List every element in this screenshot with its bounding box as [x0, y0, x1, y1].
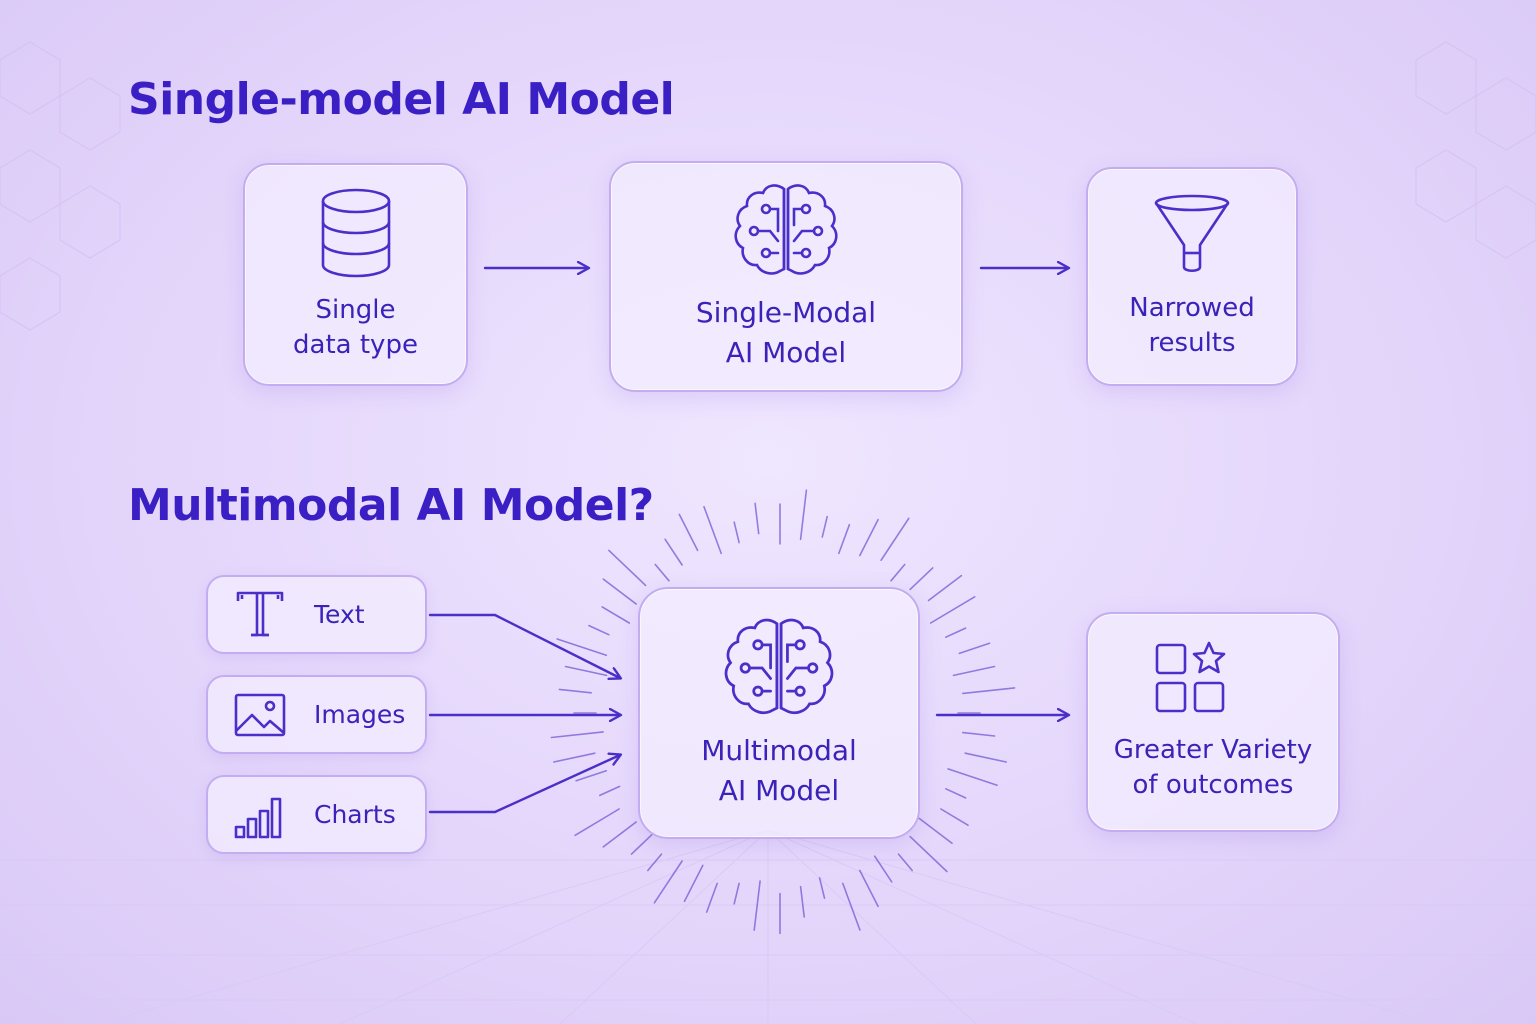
database-icon: [318, 187, 394, 279]
single-modal-model-label: Single-Modal AI Model: [695, 295, 877, 369]
text-icon: [232, 587, 288, 643]
input-text-label: Text: [314, 600, 365, 629]
input-charts-label: Charts: [314, 800, 396, 829]
shapes-grid-icon: [1153, 641, 1233, 717]
image-icon: [232, 687, 288, 743]
input-text-card: Text: [206, 575, 427, 654]
greater-variety-card: Greater Variety of outcomes: [1086, 612, 1340, 832]
multimodal-heading: Multimodal AI Model?: [128, 480, 654, 531]
input-images-card: Images: [206, 675, 427, 754]
single-data-type-label: Single data type: [293, 294, 418, 360]
funnel-icon: [1152, 193, 1232, 275]
multimodal-model-card: Multimodal AI Model: [638, 587, 920, 839]
bar-chart-icon: [232, 787, 288, 843]
greater-variety-label: Greater Variety of outcomes: [1113, 735, 1313, 800]
multimodal-model-label: Multimodal AI Model: [701, 734, 857, 807]
narrowed-results-label: Narrowed results: [1129, 292, 1255, 358]
input-charts-card: Charts: [206, 775, 427, 854]
single-modal-model-card: Single-Modal AI Model: [609, 161, 963, 392]
single-data-type-card: Single data type: [243, 163, 468, 386]
narrowed-results-card: Narrowed results: [1086, 167, 1298, 386]
brain-circuit-icon: [720, 615, 838, 721]
single-model-heading: Single-model AI Model: [128, 74, 675, 125]
input-images-label: Images: [314, 700, 406, 729]
brain-circuit-icon: [730, 181, 842, 281]
